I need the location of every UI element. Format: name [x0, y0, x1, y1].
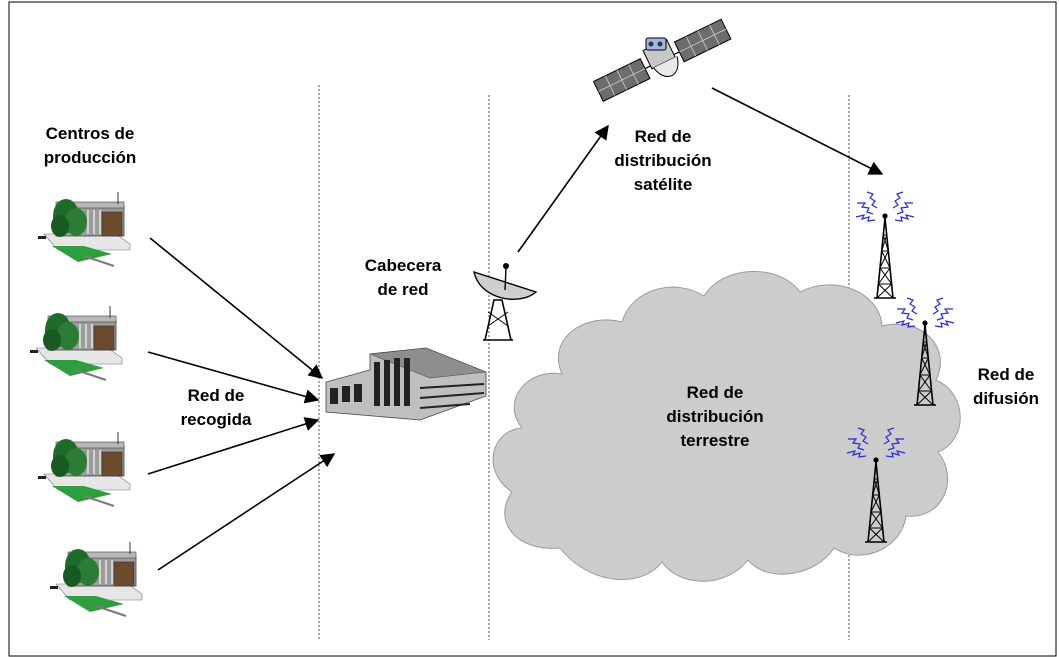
label-satellite-line3: satélite — [633, 175, 693, 194]
satellite-dish-icon — [473, 263, 538, 341]
production-center-1-icon — [37, 191, 131, 267]
headend-building-icon — [325, 347, 487, 421]
terrestrial-cloud — [492, 271, 961, 582]
label-collection-network: Red de recogida — [156, 384, 276, 432]
label-broadcast-line2: difusión — [972, 389, 1040, 408]
arrow-satellite-broadcast — [711, 87, 884, 175]
arrow-center-1-headend — [149, 237, 324, 379]
label-headend-line2: de red — [377, 280, 429, 299]
diagram-frame — [8, 1, 1057, 657]
label-headend-line1: Cabecera — [364, 256, 442, 275]
production-center-3-icon — [37, 431, 131, 507]
production-center-4-icon — [49, 541, 143, 617]
collection-arrows — [147, 237, 336, 571]
production-center-2-icon — [29, 305, 123, 381]
label-production-line1: Centros de — [45, 124, 135, 143]
label-terrestrial-line2: distribución — [666, 407, 764, 426]
label-broadcast-line1: Red de — [977, 365, 1035, 384]
label-satellite-distribution: Red de distribución satélite — [598, 125, 728, 197]
label-terrestrial-line3: terrestre — [680, 431, 750, 450]
arrow-center-3-headend — [147, 417, 320, 475]
arrow-center-2-headend — [147, 351, 320, 404]
arrow-center-4-headend — [157, 453, 336, 571]
arrow-dish-satellite — [517, 124, 609, 253]
label-satellite-line2: distribución — [614, 151, 712, 170]
label-collection-line2: recogida — [180, 410, 252, 429]
label-collection-line1: Red de — [187, 386, 245, 405]
label-headend: Cabecera de red — [348, 254, 458, 302]
label-production-centers: Centros de producción — [20, 122, 160, 170]
label-terrestrial-distribution: Red de distribución terrestre — [645, 381, 785, 453]
broadcast-tower-1-icon — [855, 191, 915, 299]
label-terrestrial-line1: Red de — [686, 383, 744, 402]
satellite-icon — [592, 18, 732, 102]
label-production-line2: producción — [43, 148, 137, 167]
label-satellite-line1: Red de — [634, 127, 692, 146]
label-broadcast-network: Red de difusión — [958, 363, 1054, 411]
